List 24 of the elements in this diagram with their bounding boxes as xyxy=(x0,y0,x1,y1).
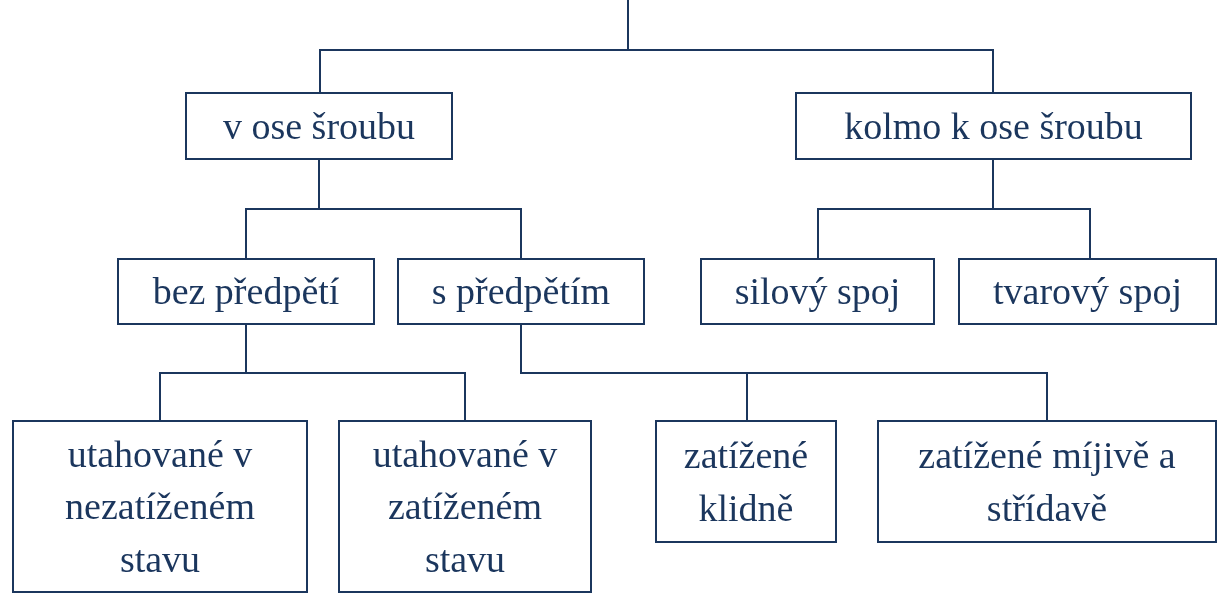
category-box xyxy=(397,258,645,325)
category-box xyxy=(700,258,935,325)
connector-line xyxy=(245,324,466,421)
box-label: bez předpětí xyxy=(152,269,340,315)
box-label: kolmo k ose šroubu xyxy=(844,103,1143,149)
category-box xyxy=(117,258,375,325)
box-label: s předpětím xyxy=(431,269,611,315)
category-box xyxy=(795,92,1192,160)
connector-line xyxy=(627,0,994,93)
box-label: utahované v nezatíženém stavu xyxy=(64,431,256,582)
box-label: zatížené míjivě a střídavě xyxy=(917,433,1177,531)
box-label: utahované v zatíženém stavu xyxy=(371,431,559,582)
box-label: zatížené klidně xyxy=(682,433,810,531)
connector-line xyxy=(318,159,522,259)
box-label: silový spoj xyxy=(734,269,901,315)
category-box xyxy=(655,420,837,543)
box-label: v ose šroubu xyxy=(222,103,416,149)
category-box xyxy=(185,92,453,160)
box-label: tvarový spoj xyxy=(993,269,1182,315)
category-box xyxy=(338,420,592,593)
category-box xyxy=(958,258,1217,325)
category-box xyxy=(877,420,1217,543)
connector-line xyxy=(992,159,1091,259)
category-box xyxy=(12,420,308,593)
